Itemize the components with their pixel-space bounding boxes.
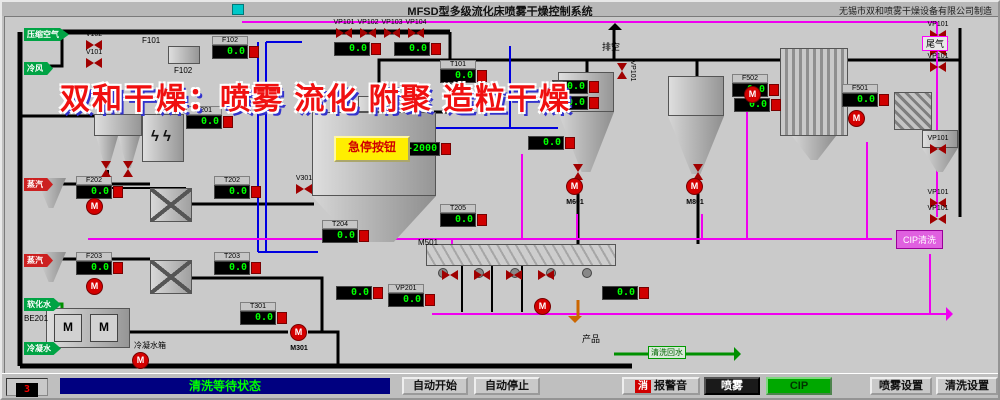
- spray-mode-button[interactable]: 喷雾: [704, 377, 760, 395]
- clean-settings-button[interactable]: 清洗设置: [936, 377, 998, 395]
- system-icon: [232, 4, 244, 15]
- status-bar: 3 清洗等待状态 自动开始 自动停止 消报警音 喷雾 CIP 喷雾设置 清洗设置: [2, 373, 998, 398]
- watermark-brand: 双和干燥：: [60, 83, 220, 116]
- counter-value: 3: [15, 383, 39, 397]
- status-message: 清洗等待状态: [60, 378, 390, 394]
- cip-mode-button[interactable]: CIP: [766, 377, 832, 395]
- auto-stop-button[interactable]: 自动停止: [474, 377, 540, 395]
- spray-settings-button[interactable]: 喷雾设置: [870, 377, 932, 395]
- mute-icon: 消: [635, 380, 651, 393]
- auto-start-button[interactable]: 自动开始: [402, 377, 468, 395]
- step-counter: 3: [6, 378, 48, 397]
- title-bar: MFSD型多级流化床喷雾干燥控制系统 无锡市双和喷雾干燥设备有限公司制造: [2, 2, 998, 18]
- company-name: 无锡市双和喷雾干燥设备有限公司制造: [838, 6, 992, 16]
- watermark-slogan: 喷雾 流化 附聚 造粒干燥: [220, 83, 572, 116]
- watermark: 双和干燥：喷雾 流化 附聚 造粒干燥: [60, 74, 571, 118]
- emergency-stop-button[interactable]: 急停按钮: [334, 136, 410, 162]
- mute-alarm-button[interactable]: 消报警音: [622, 377, 700, 395]
- mute-label: 报警音: [654, 380, 687, 392]
- page-title: MFSD型多级流化床喷雾干燥控制系统: [407, 6, 593, 18]
